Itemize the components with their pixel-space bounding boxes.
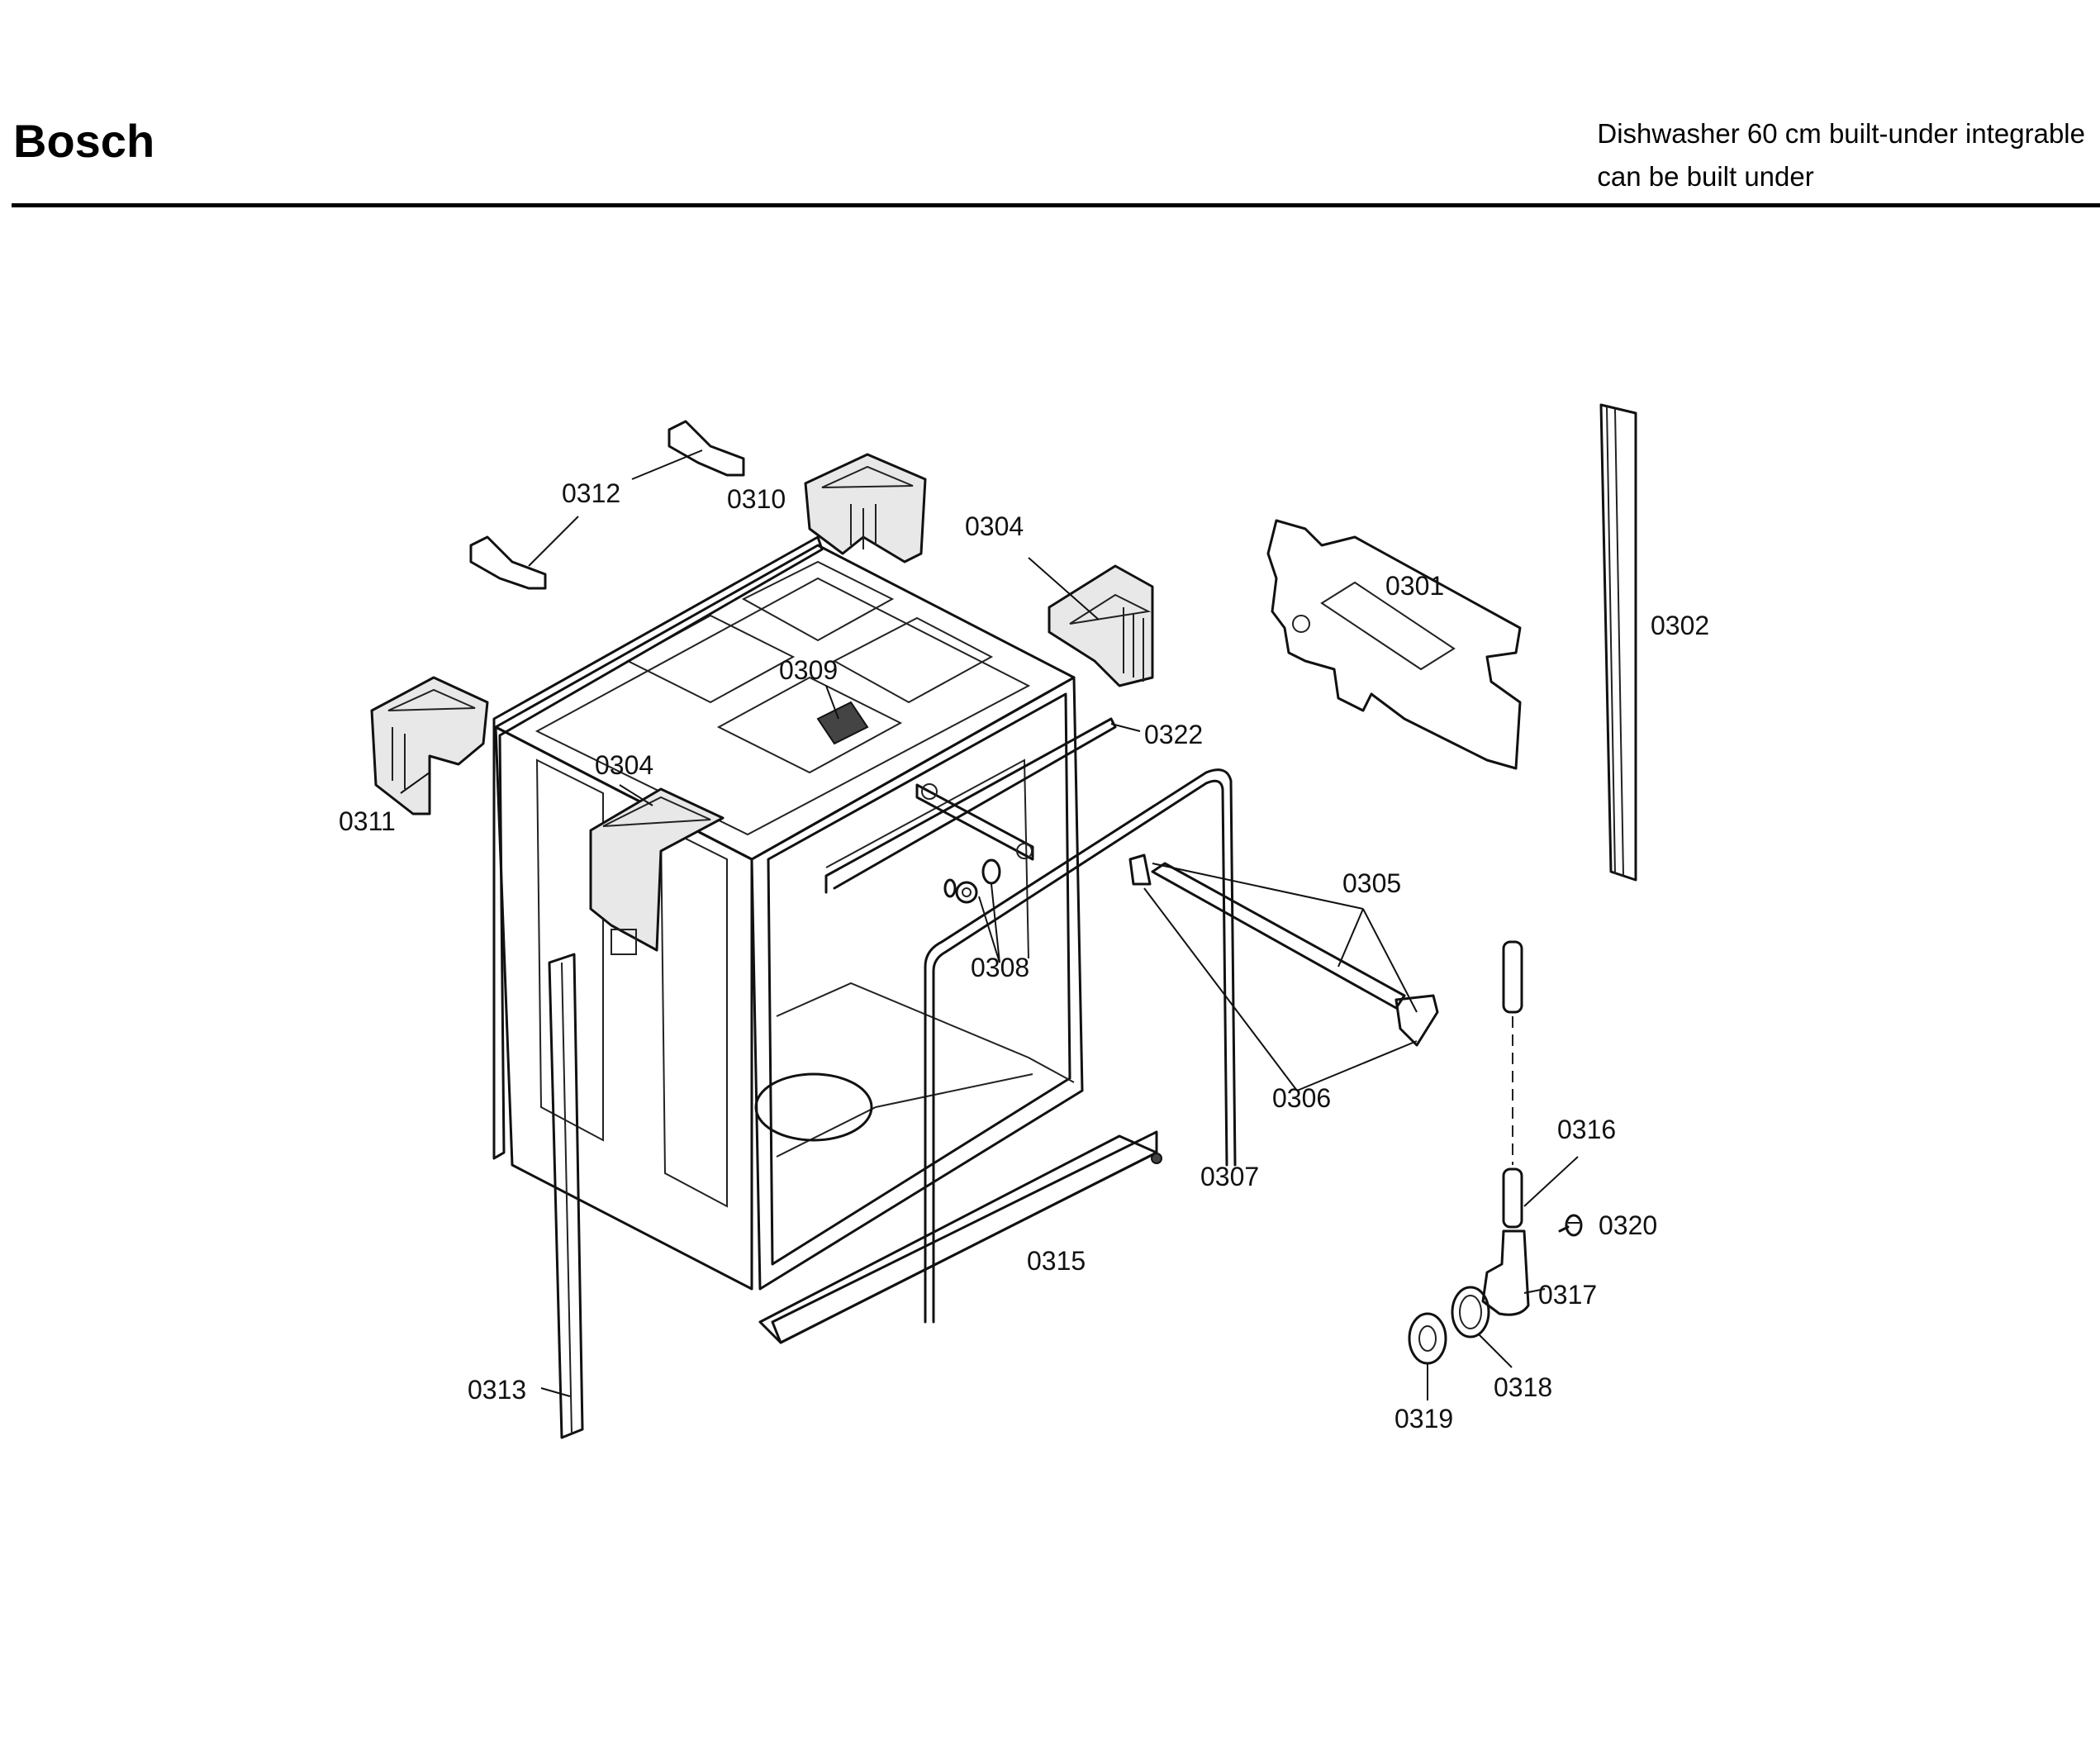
part-0313-side-trim xyxy=(548,953,584,1439)
part-0319-cap xyxy=(1408,1312,1447,1365)
brand-name: Bosch xyxy=(13,115,155,167)
part-0320-screw xyxy=(1558,1214,1583,1237)
part-0305-rail xyxy=(1128,853,1439,1047)
label-0316: 0316 xyxy=(1557,1115,1616,1144)
label-0302: 0302 xyxy=(1651,611,1709,640)
part-0311-corner-bracket xyxy=(370,676,489,815)
part-0318-ring xyxy=(1451,1286,1490,1338)
part-labels: 0301 0302 0304 0304 0305 0306 0307 0308 … xyxy=(339,478,1709,1434)
part-0312-plates xyxy=(469,420,745,590)
label-0320: 0320 xyxy=(1599,1210,1657,1240)
part-0315-plinth xyxy=(758,1130,1162,1344)
part-0316-hose xyxy=(1502,940,1523,1229)
model-description-line-2: can be built under xyxy=(1597,161,1814,192)
part-0302-side-strip xyxy=(1599,403,1637,882)
part-0322-rod xyxy=(824,717,1117,894)
label-0307: 0307 xyxy=(1200,1162,1259,1191)
label-0304-upper: 0304 xyxy=(965,511,1024,541)
model-description-line-1: Dishwasher 60 cm built-under integrable xyxy=(1597,118,2085,149)
header-rule xyxy=(12,203,2100,207)
label-0301: 0301 xyxy=(1385,571,1444,601)
part-0309-clip xyxy=(816,701,869,745)
label-0315: 0315 xyxy=(1027,1246,1086,1276)
label-0311: 0311 xyxy=(339,806,396,836)
label-0306: 0306 xyxy=(1272,1083,1331,1113)
label-0309: 0309 xyxy=(779,655,838,685)
label-0308: 0308 xyxy=(971,953,1029,982)
part-0308-washers xyxy=(943,858,1001,904)
label-0322: 0322 xyxy=(1144,720,1203,749)
label-0317: 0317 xyxy=(1538,1280,1597,1310)
part-0310-corner-bracket xyxy=(804,453,927,563)
label-0312: 0312 xyxy=(562,478,620,508)
label-0313: 0313 xyxy=(468,1375,526,1405)
part-0301-insulation xyxy=(1266,519,1522,770)
part-0304-bracket-right xyxy=(1048,564,1154,687)
part-0307-frame-rod xyxy=(924,768,1237,1324)
label-0305: 0305 xyxy=(1342,868,1401,898)
part-0304-bracket-left xyxy=(589,787,725,955)
label-0310: 0310 xyxy=(727,484,786,514)
model-description: Dishwasher 60 cm built-under integrable … xyxy=(1597,112,2085,198)
part-0317-elbow xyxy=(1481,1229,1530,1316)
label-0304-lower: 0304 xyxy=(595,750,653,780)
label-0319: 0319 xyxy=(1394,1404,1453,1434)
label-0318: 0318 xyxy=(1494,1372,1552,1402)
leader-lines xyxy=(400,449,1580,1400)
